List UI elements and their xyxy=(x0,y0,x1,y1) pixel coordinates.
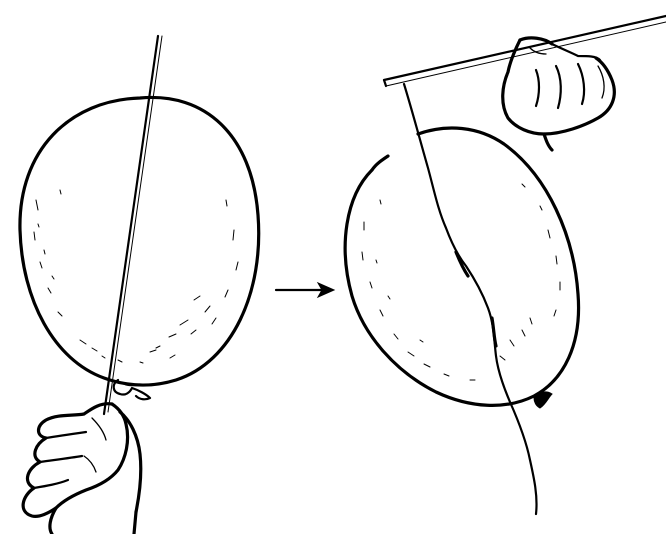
right-panel xyxy=(345,16,666,514)
right-stick xyxy=(384,16,666,80)
left-panel xyxy=(20,36,259,534)
right-thread-exit xyxy=(492,318,496,346)
arrow-right-icon xyxy=(276,283,334,297)
left-hand xyxy=(23,404,141,534)
right-stick-edge xyxy=(386,22,666,86)
right-thread xyxy=(404,84,537,514)
left-needle xyxy=(104,36,158,414)
left-needle-edge xyxy=(108,36,162,412)
right-thread-entry xyxy=(456,252,468,276)
right-balloon-gap xyxy=(372,156,388,170)
right-stick-tip xyxy=(384,80,386,86)
left-balloon xyxy=(20,97,259,385)
right-balloon-knot xyxy=(534,392,552,408)
right-balloon-texture xyxy=(362,184,560,380)
right-hand xyxy=(503,38,615,150)
